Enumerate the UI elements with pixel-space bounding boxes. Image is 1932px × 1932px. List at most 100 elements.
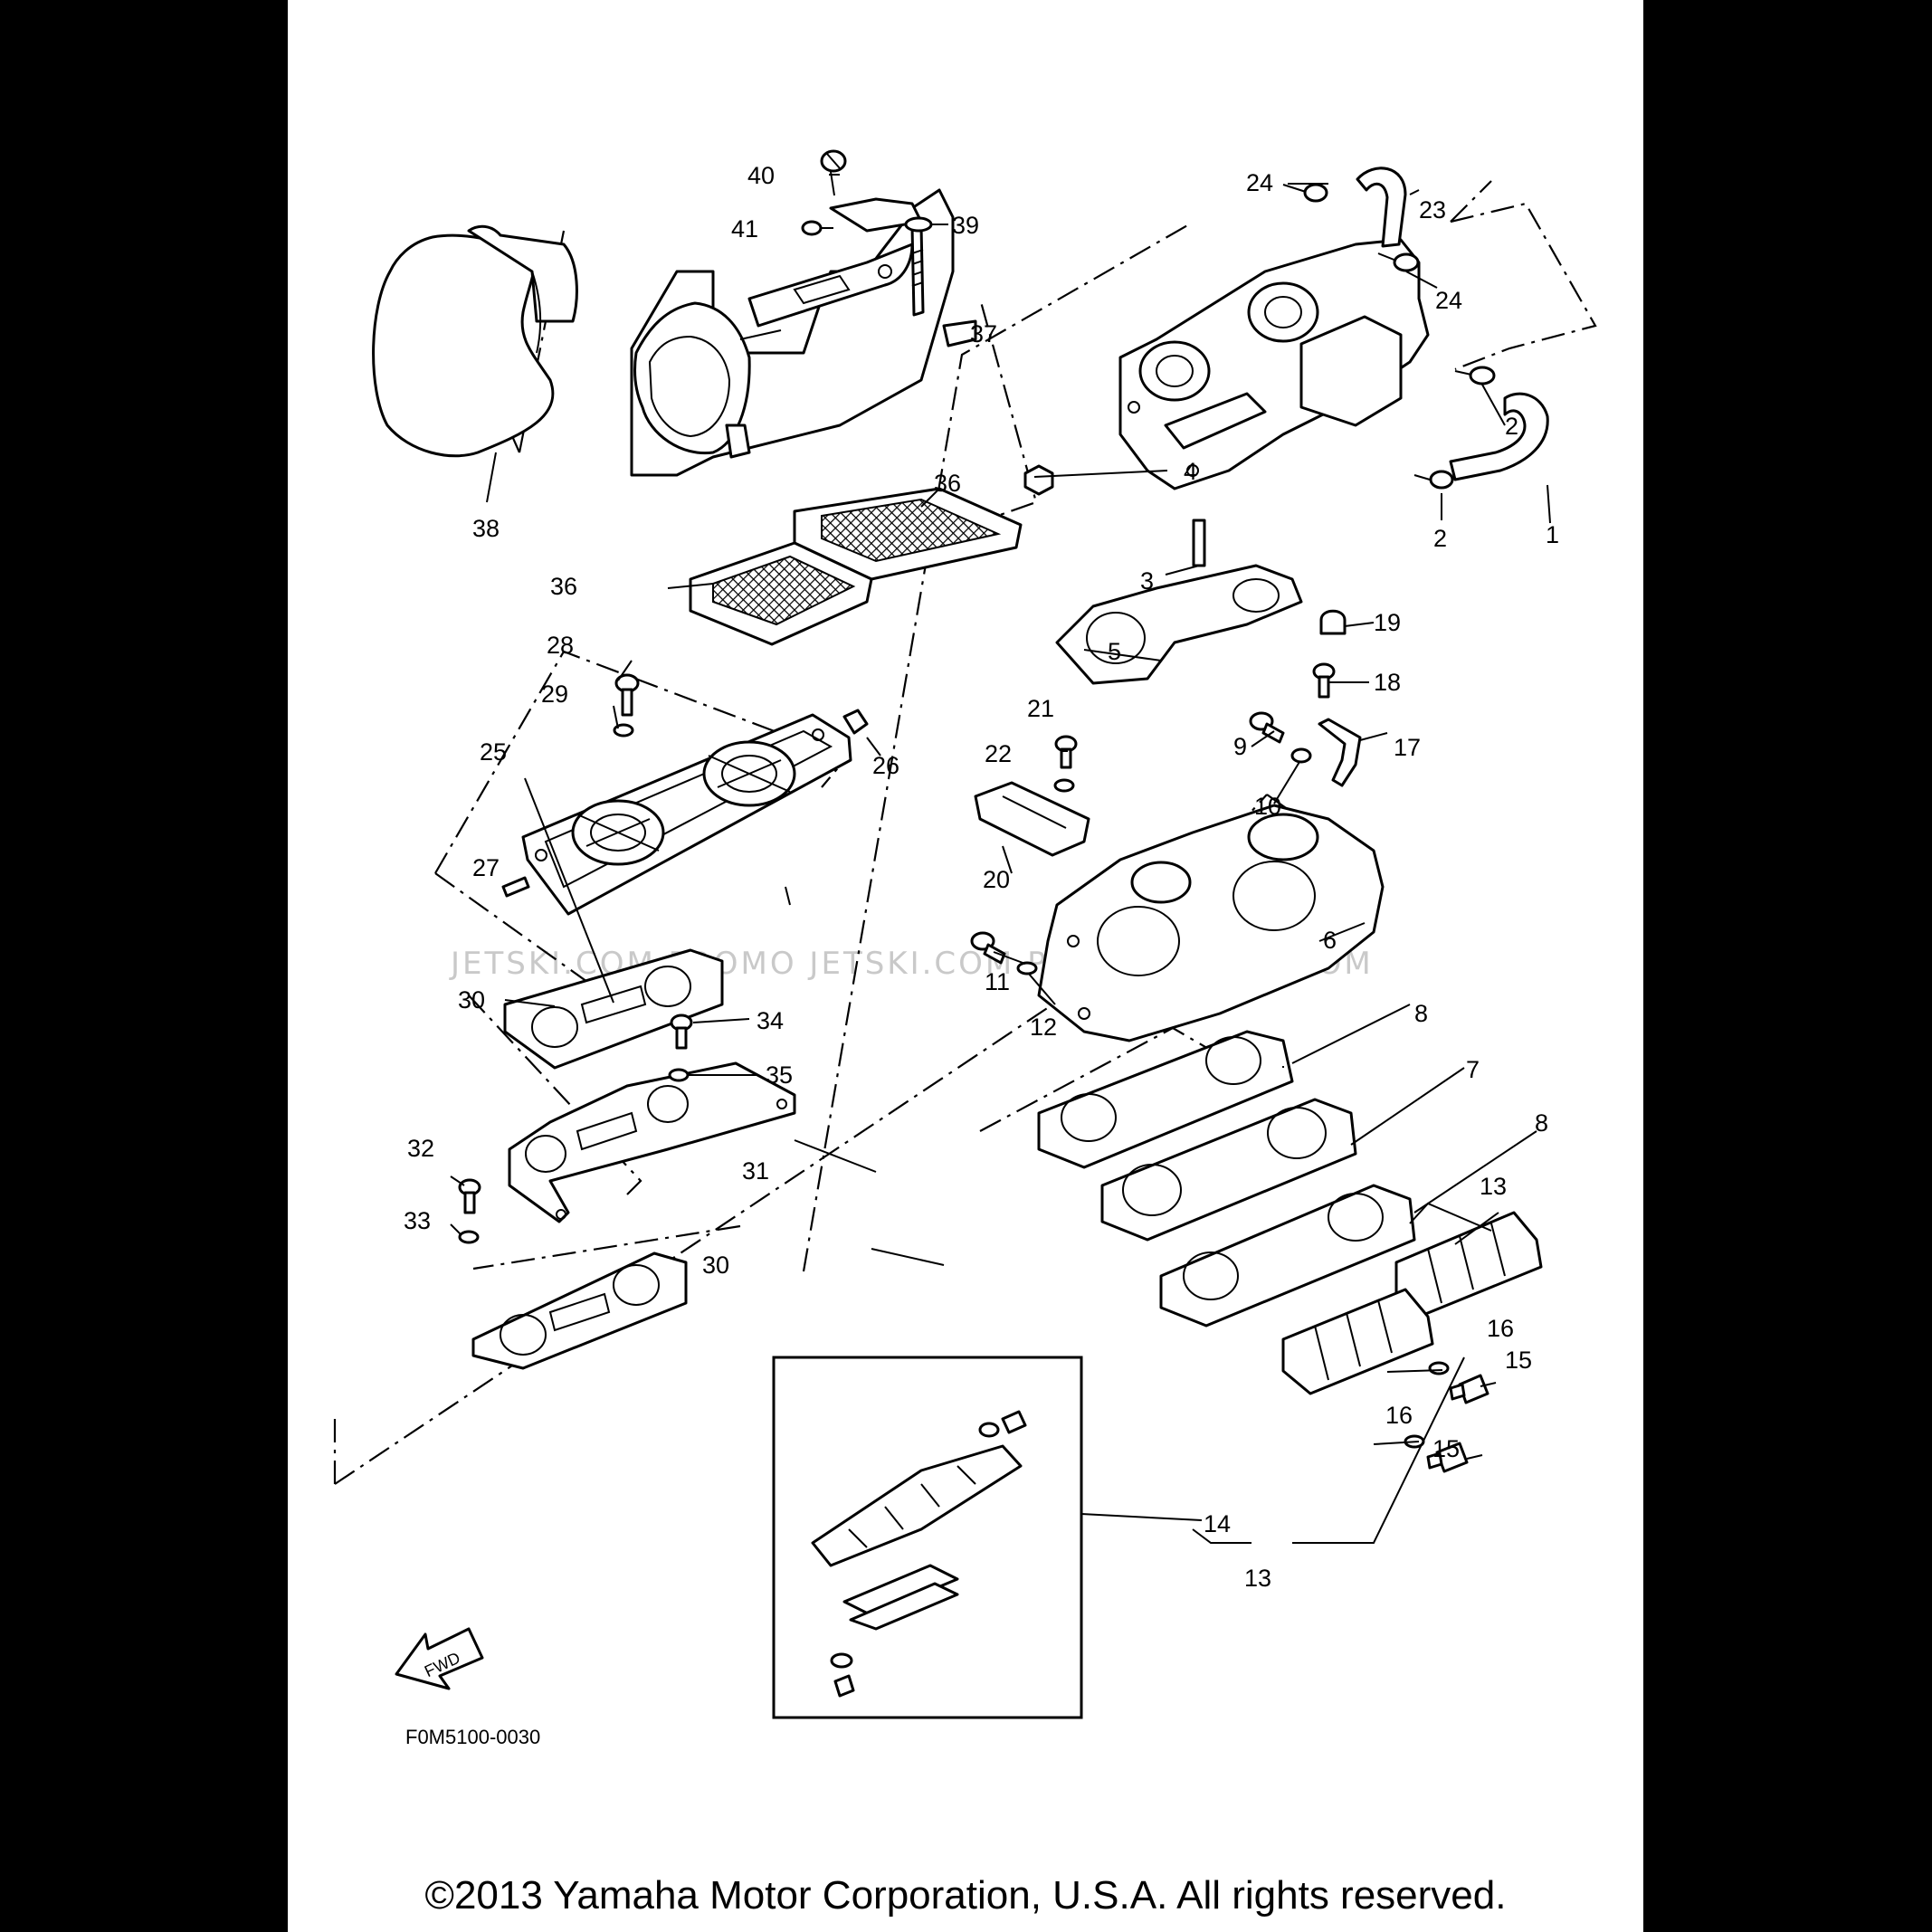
callout-24a: 24 — [1246, 169, 1273, 196]
clip-part-26 — [842, 709, 869, 735]
callout-12: 12 — [1030, 1014, 1057, 1041]
bolt-part-18 — [1312, 662, 1336, 699]
callout-19: 19 — [1374, 609, 1401, 636]
callout-10: 10 — [1254, 793, 1281, 820]
leader-lines — [450, 174, 1551, 1544]
figure-code: F0M5100-0030 — [405, 1726, 540, 1748]
callout-34: 34 — [757, 1007, 784, 1034]
washer-part-22 — [1053, 778, 1075, 793]
callout-24b: 24 — [1435, 287, 1462, 314]
callout-8a: 8 — [1414, 1000, 1428, 1027]
bracket-part-20 — [974, 781, 1090, 857]
callout-15b: 15 — [1432, 1435, 1460, 1462]
gasket-part-30-upper — [503, 948, 724, 1070]
bolt-part-39 — [904, 216, 933, 317]
callout-14: 14 — [1204, 1510, 1231, 1537]
gasket-part-30-lower — [471, 1252, 688, 1370]
callout-16b: 16 — [1385, 1402, 1413, 1429]
carburetor-assembly — [1118, 238, 1430, 490]
bolt-part-15-lower — [1426, 1442, 1469, 1473]
washer-part-29 — [613, 723, 634, 738]
washer-part-35 — [668, 1068, 690, 1082]
callout-29: 29 — [541, 680, 568, 708]
washer-part-16-upper — [1428, 1361, 1450, 1375]
callout-5: 5 — [1108, 638, 1121, 665]
bracket-plate-part-31 — [508, 1061, 796, 1223]
reed-valve-part-13-left — [1281, 1288, 1434, 1395]
pin-part-27 — [501, 876, 530, 898]
callout-33: 33 — [404, 1207, 431, 1234]
hose-part-1 — [1449, 392, 1549, 481]
bolt-part-28 — [614, 673, 640, 717]
bolt-part-9 — [1249, 711, 1285, 744]
bolt-part-32 — [458, 1178, 481, 1214]
bolt-part-11 — [970, 931, 1006, 965]
callout-30a: 30 — [458, 986, 485, 1014]
callout-13b: 13 — [1244, 1565, 1271, 1592]
callout-4: 4 — [1184, 458, 1197, 485]
callout-23: 23 — [1419, 196, 1446, 224]
callout-16a: 16 — [1487, 1315, 1514, 1342]
callout-39: 39 — [952, 212, 979, 239]
cap-part-19 — [1319, 609, 1347, 635]
callout-20: 20 — [983, 866, 1010, 893]
clamp-part-24-upper — [1282, 183, 1328, 203]
spacer-part-7 — [1100, 1098, 1357, 1242]
callout-28: 28 — [547, 632, 574, 659]
clamp-part-2-lower — [1413, 470, 1454, 490]
callout-13a: 13 — [1480, 1173, 1507, 1200]
washer-part-33 — [458, 1230, 480, 1244]
callout-7: 7 — [1466, 1056, 1480, 1083]
parts-diagram-page: JETSKI.COM PROMO JETSKI.COM PROMO JETSKI… — [288, 0, 1643, 1932]
air-duct-part-38 — [372, 224, 578, 458]
callout-3: 3 — [1140, 567, 1154, 595]
base-plate-part-25 — [521, 713, 852, 916]
hose-part-23 — [1356, 167, 1407, 248]
callout-15a: 15 — [1505, 1347, 1532, 1374]
callout-21: 21 — [1027, 695, 1054, 722]
callout-11: 11 — [985, 968, 1010, 995]
callout-17: 17 — [1394, 734, 1421, 761]
callout-22: 22 — [985, 740, 1012, 767]
bolt-part-15-upper — [1449, 1374, 1489, 1404]
callout-2a: 2 — [1505, 413, 1518, 440]
callout-41: 41 — [731, 215, 758, 243]
callout-26: 26 — [872, 752, 899, 779]
callout-6: 6 — [1323, 927, 1337, 954]
callout-36a: 36 — [934, 470, 961, 497]
callout-8b: 8 — [1535, 1109, 1548, 1137]
intake-manifold-part-6 — [1037, 804, 1385, 1042]
gasket-part-5 — [1055, 564, 1303, 685]
callout-numbers: 1 2 2 3 4 5 6 7 8 8 9 10 11 12 13 13 14 … — [404, 162, 1559, 1592]
callout-27: 27 — [472, 854, 500, 881]
washer-part-12 — [1016, 961, 1038, 976]
bolt-part-34 — [670, 1014, 693, 1050]
air-box-part-37 — [630, 188, 977, 477]
callout-18: 18 — [1374, 669, 1401, 696]
callout-40: 40 — [747, 162, 775, 189]
bolt-part-21 — [1054, 735, 1078, 769]
callout-31: 31 — [742, 1157, 769, 1185]
nut-part-4 — [1023, 464, 1054, 496]
clamp-part-2-upper — [1454, 366, 1496, 385]
callout-36b: 36 — [550, 573, 577, 600]
bracket-part-17 — [1318, 718, 1362, 787]
callout-2b: 2 — [1433, 525, 1447, 552]
forward-direction-arrow: FWD — [395, 1627, 484, 1690]
filter-elements-part-36 — [689, 487, 1023, 646]
callout-35: 35 — [766, 1061, 793, 1089]
callout-30b: 30 — [702, 1252, 729, 1279]
clamp-part-24-lower — [1377, 252, 1420, 272]
callout-1: 1 — [1546, 521, 1559, 548]
reed-valve-part-13-right — [1394, 1211, 1543, 1318]
reed-valve-detail-part-14 — [772, 1356, 1083, 1719]
stud-part-3 — [1192, 519, 1206, 567]
callout-25: 25 — [480, 738, 507, 766]
gasket-part-8-lower — [1159, 1184, 1416, 1328]
screw-part-40 — [820, 149, 847, 196]
callout-38: 38 — [472, 515, 500, 542]
washer-part-10 — [1290, 747, 1312, 764]
callout-9: 9 — [1233, 733, 1247, 760]
copyright-notice: ©2013 Yamaha Motor Corporation, U.S.A. A… — [424, 1873, 1507, 1918]
o-ring-part-41 — [801, 220, 823, 236]
